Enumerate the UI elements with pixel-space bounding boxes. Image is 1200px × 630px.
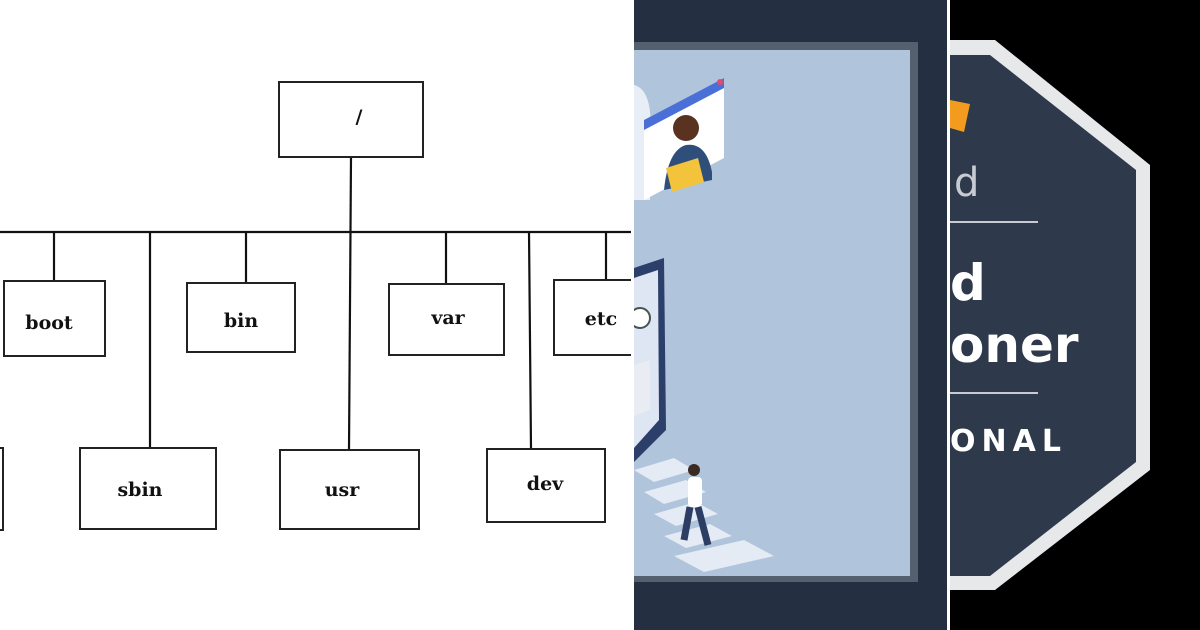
clock-icon <box>634 307 651 329</box>
dev-box <box>486 448 606 523</box>
bin-label: bin <box>224 310 259 332</box>
dev-connector <box>527 231 533 450</box>
var-label: var <box>430 307 465 329</box>
monitor-illustration <box>634 258 666 462</box>
isometric-steps <box>634 458 774 572</box>
certification-badge-panel: d d oner ONAL <box>950 0 1200 630</box>
root-label: / <box>356 106 363 128</box>
panel-divider <box>947 0 950 630</box>
badge-line-4: ONAL <box>950 424 1067 459</box>
sbin-box <box>79 447 217 530</box>
boot-box <box>3 280 106 357</box>
tree-connectors <box>0 156 632 451</box>
walking-person-illustration <box>680 464 712 546</box>
root-box <box>278 81 424 158</box>
boot-label: boot <box>25 312 73 334</box>
dev-label: dev <box>527 473 564 495</box>
profile-card-illustration <box>644 78 724 200</box>
badge-line-2: d <box>950 254 986 312</box>
root-connector <box>347 156 353 451</box>
directory-tree-diagram: / boot bin var etc sbin usr dev <box>0 81 634 531</box>
certification-badge: d d oner ONAL <box>950 40 1150 590</box>
badge-hexagon <box>950 55 1136 576</box>
usr-box <box>279 449 420 530</box>
etc-label: etc <box>585 308 617 330</box>
panel-divider <box>631 0 634 630</box>
etc-box <box>553 279 634 356</box>
person-head <box>673 115 699 141</box>
usr-label: usr <box>325 479 361 501</box>
bin-box <box>186 282 296 353</box>
var-box <box>388 283 505 356</box>
directory-tree-panel: / boot bin var etc sbin usr dev <box>0 81 634 531</box>
folder-icon <box>666 158 704 192</box>
illustration-panel <box>634 0 950 630</box>
badge-line-1: d <box>954 160 979 206</box>
logo-mark-icon <box>950 100 970 132</box>
partial-box <box>0 447 4 531</box>
badge-line-3: oner <box>950 316 1079 374</box>
sbin-label: sbin <box>117 479 162 501</box>
isometric-illustration <box>634 42 918 582</box>
